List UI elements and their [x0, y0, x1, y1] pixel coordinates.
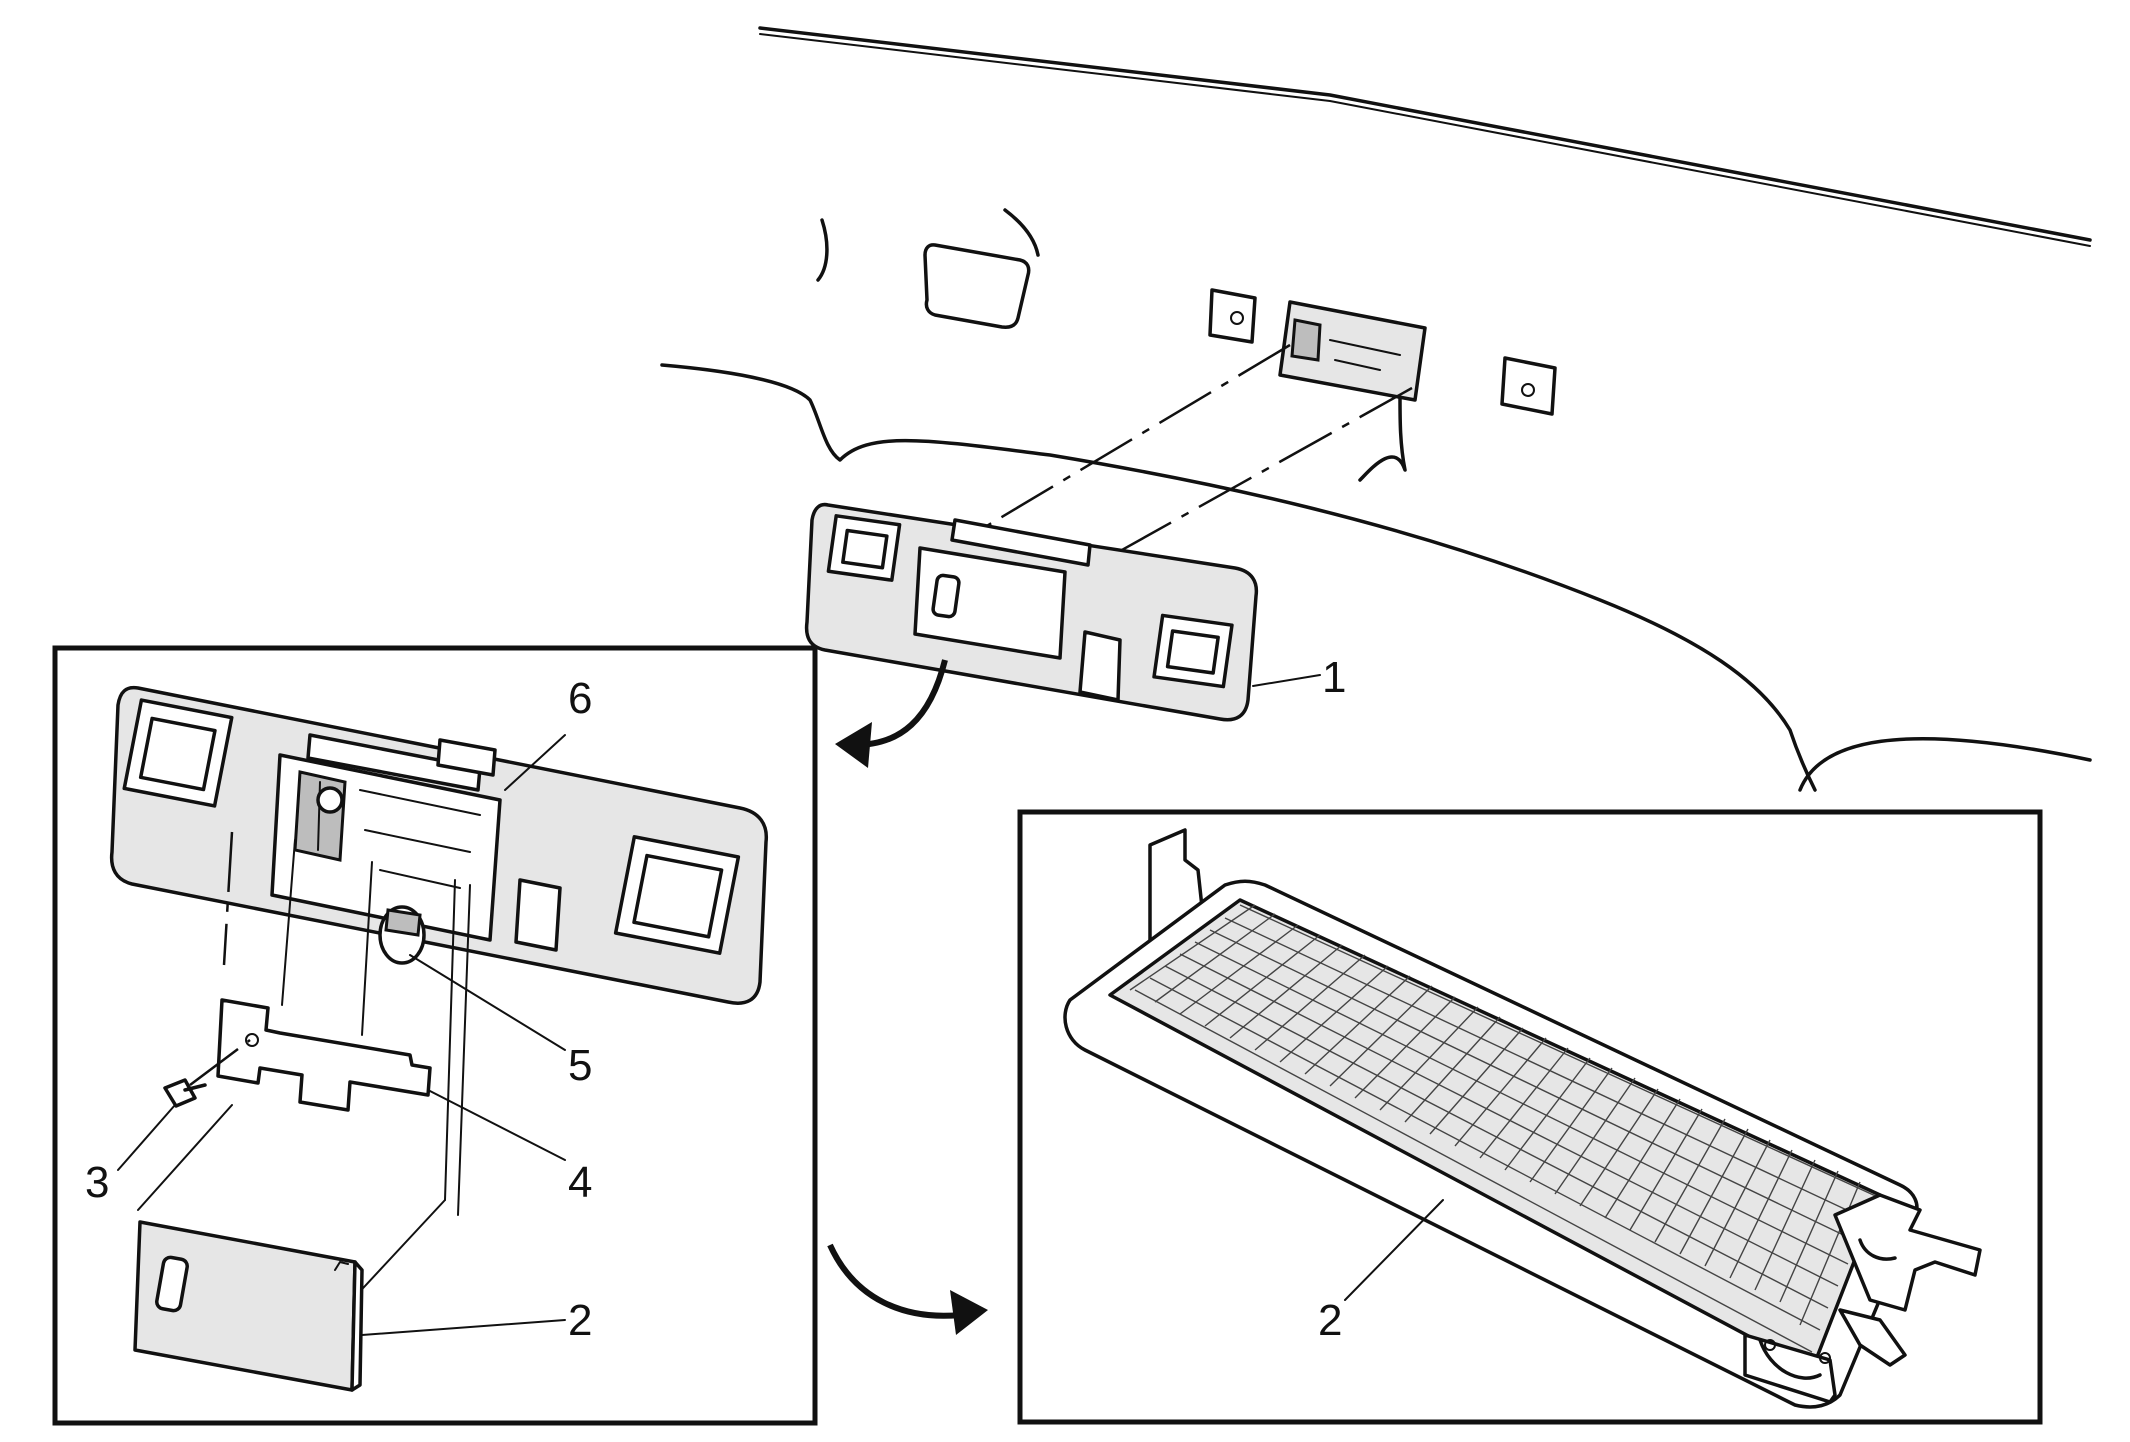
callout-6: 6 [568, 674, 592, 723]
arrow-to-right-inset [827, 1243, 988, 1335]
assembly-guide-lines [137, 831, 471, 1301]
callout-leader-3 [117, 1104, 176, 1171]
bulb [378, 905, 426, 965]
callout-leader-2-right [1344, 1199, 1444, 1301]
mounting-tab-left [1208, 288, 1257, 344]
callout-leader-5 [409, 954, 566, 1051]
callout-leader-6 [504, 734, 566, 791]
lens-left [133, 1220, 364, 1392]
callout-4: 4 [568, 1158, 592, 1207]
callout-leader-2-left [361, 1319, 566, 1336]
callout-2-right: 2 [1318, 1296, 1342, 1345]
callout-leader-4 [427, 1089, 566, 1161]
reflector-bracket [216, 998, 432, 1112]
mounting-tab-right [1500, 356, 1557, 416]
callout-5: 5 [568, 1041, 592, 1090]
headliner-outline [660, 26, 2092, 792]
headliner-vent [923, 243, 1031, 329]
lens-detail [1063, 828, 1982, 1409]
arrow-to-left-inset [835, 659, 948, 768]
console-rear-view [109, 685, 769, 1005]
lens-grid-pattern [1129, 904, 1881, 1353]
callout-2-left: 2 [568, 1296, 592, 1345]
overhead-console [804, 502, 1259, 722]
callout-3: 3 [85, 1158, 109, 1207]
screw [163, 1078, 207, 1108]
callout-leader-1 [1252, 674, 1321, 687]
callout-1: 1 [1322, 653, 1346, 702]
headliner-opening [1278, 300, 1427, 402]
screw-alignment-line [189, 1039, 251, 1086]
alignment-lines-top [979, 343, 1413, 567]
